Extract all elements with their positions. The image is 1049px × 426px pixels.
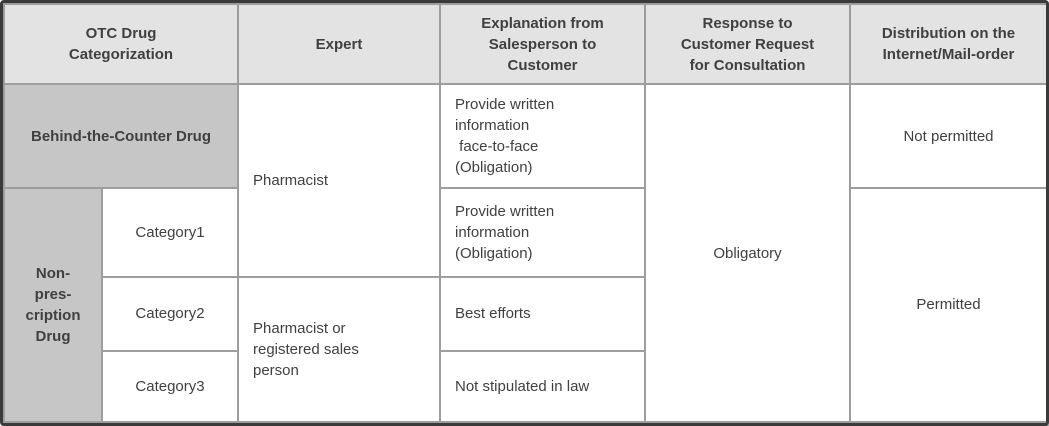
header-explanation-label: Explanation from Salesperson to Customer: [481, 14, 604, 74]
explanation-cat2-label: Best efforts: [455, 305, 531, 323]
header-expert-label: Expert: [315, 35, 363, 53]
distribution-permitted-label: Permitted: [916, 296, 981, 314]
cell-expert-pharmacist: Pharmacist: [237, 83, 441, 279]
non-prescription-label: Non- pres- cription Drug: [25, 264, 81, 345]
cell-explanation-cat2: Best efforts: [439, 276, 646, 352]
cell-distribution-permitted: Permitted: [849, 186, 1046, 423]
row-behind-the-counter: Behind-the-Counter Drug Pharmacist Provi…: [3, 83, 1046, 423]
response-obligatory-label: Obligatory: [713, 244, 782, 262]
distribution-not-permitted-label: Not permitted: [903, 127, 994, 145]
header-explanation: Explanation from Salesperson to Customer: [439, 3, 646, 86]
cell-explanation-cat1: Provide written information (Obligation): [439, 186, 646, 279]
category1-label: Category1: [135, 224, 205, 242]
cell-expert-pharmacist-or-registered: Pharmacist or registered sales person: [237, 276, 441, 423]
cell-distribution-not-permitted: Not permitted: [849, 83, 1046, 189]
cell-explanation-btc: Provide written information face-to-face…: [439, 83, 646, 189]
expert-pharmacist-or-registered-label: Pharmacist or registered sales person: [253, 320, 359, 380]
expert-pharmacist-label: Pharmacist: [253, 172, 329, 190]
explanation-btc-label: Provide written information face-to-face…: [455, 96, 555, 177]
header-response-label: Response to Customer Request for Consult…: [680, 14, 815, 74]
cell-category2: Category2: [101, 276, 239, 352]
cell-behind-the-counter-drug: Behind-the-Counter Drug: [3, 83, 239, 189]
header-otc-drug-categorization: OTC Drug Categorization: [3, 3, 239, 86]
category3-label: Category3: [135, 377, 205, 395]
behind-the-counter-label: Behind-the-Counter Drug: [31, 127, 211, 145]
explanation-cat3-label: Not stipulated in law: [455, 377, 590, 395]
header-distribution-label: Distribution on the Internet/Mail-order: [881, 25, 1016, 64]
cell-category1: Category1: [101, 186, 239, 279]
row-category1: Non- pres- cription Drug Category1 Provi…: [3, 186, 1046, 423]
header-response: Response to Customer Request for Consult…: [644, 3, 851, 86]
category2-label: Category2: [135, 305, 205, 323]
header-row: OTC Drug Categorization Expert Explanati…: [3, 3, 1046, 86]
header-distribution: Distribution on the Internet/Mail-order: [849, 3, 1046, 86]
cell-response-obligatory: Obligatory: [644, 83, 851, 423]
row-category2: Category2 Pharmacist or registered sales…: [4, 276, 1046, 423]
cell-explanation-cat3: Not stipulated in law: [439, 349, 646, 423]
header-expert: Expert: [237, 3, 441, 86]
otc-drug-categorization-table: OTC Drug Categorization Expert Explanati…: [3, 3, 1046, 423]
cell-non-prescription-drug: Non- pres- cription Drug: [3, 186, 103, 423]
explanation-cat1-label: Provide written information (Obligation): [455, 203, 555, 263]
header-otc-drug-categorization-label: OTC Drug Categorization: [68, 25, 174, 64]
cell-category3: Category3: [101, 349, 239, 423]
row-category3: Category3 Not stipulated in law: [4, 349, 1046, 423]
